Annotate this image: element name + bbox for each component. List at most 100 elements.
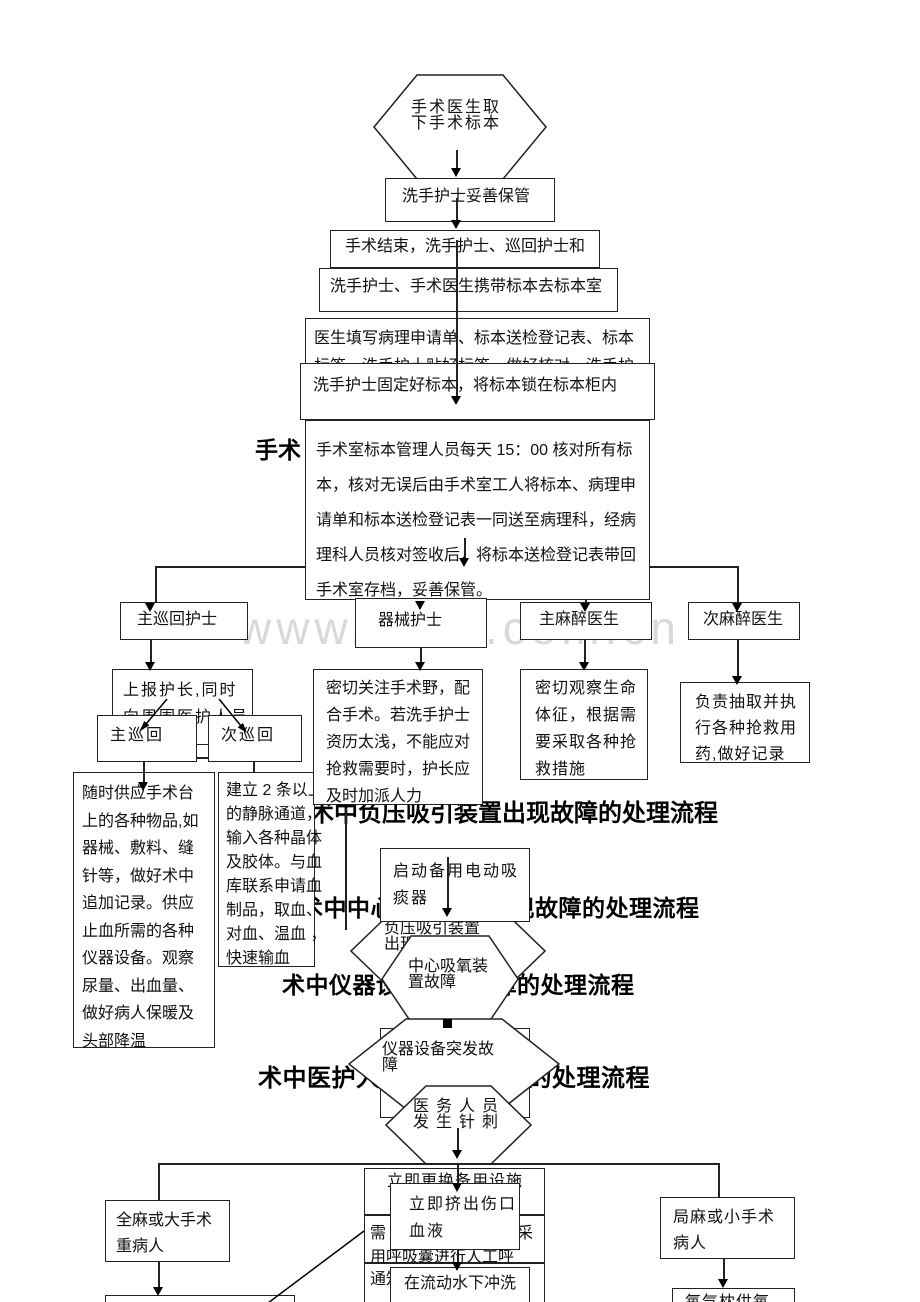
text-line: 输入各种晶体 [226, 830, 323, 847]
arrow-head [451, 220, 461, 229]
flow-box-main-circulator: 主巡回 [97, 715, 197, 762]
text-line: 随时供应手术台 [82, 785, 195, 802]
text-line: 抢救需要时，护长应 [326, 761, 471, 778]
flow-arrow [158, 1262, 160, 1289]
arrow-head [138, 782, 148, 791]
flow-arrow [464, 538, 466, 560]
flow-box-monitor-vitals: 密切观察生命 体征，根据需 要采取各种抢 救措施 [520, 669, 648, 780]
text-line: 全麻或大手术 [116, 1212, 213, 1229]
flow-box-squeeze-wound-blood: 立即挤出伤口 血液 [390, 1183, 520, 1250]
connector-line [197, 757, 208, 759]
flow-box-local-anesthesia-patient: 局麻或小手术 病人 [660, 1197, 795, 1259]
flow-box-rinse-under-water: 在流动水下冲洗 [390, 1267, 530, 1302]
flow-box-daily-specimen-check: 手术室标本管理人员每天 15：00 核对所有标 本，核对无误后由手术室工人将标本… [305, 420, 650, 600]
text-line: 器械、敷料、缝 [82, 840, 195, 857]
text-line: 手术室存档，妥善保管。 [316, 582, 493, 599]
text-line: 追加记录。供应 [82, 895, 195, 912]
text-line: 下手术标本 [411, 115, 502, 132]
connector-line [737, 566, 739, 602]
flow-box-carry-specimen: 洗手护士、手术医生携带标本去标本室 [319, 268, 618, 312]
flow-box-oxygen-pillow: 氧气枕供氧 [672, 1288, 795, 1302]
flow-arrow [584, 640, 586, 664]
text-line: 密切观察生命 [535, 680, 638, 697]
flow-box-general-anesthesia-patient: 全麻或大手术 重病人 [105, 1200, 230, 1262]
text-line: 用呼吸囊进行人工呼 [370, 1249, 515, 1266]
text-line: 病人 [673, 1235, 708, 1252]
flow-box-second-anesthetist: 次麻醉医生 [688, 602, 800, 640]
flow-box-surgery-end: 手术结束，洗手护士、巡回护士和 [330, 230, 600, 268]
text-line: 本，核对无误后由手术室工人将标本、病理申 [316, 477, 637, 494]
flow-box-instrument-nurse: 器械护士 [355, 598, 487, 648]
flow-arrow [420, 648, 422, 664]
text-line: 资历太浅，不能应对 [326, 734, 471, 751]
text-line: 尿量、出血量、 [82, 977, 195, 995]
text-line: 理科人员核对签收后，将标本送检登记表带回 [316, 547, 637, 564]
arrow-head [732, 603, 742, 612]
text-line: 仪器设备突发故 [382, 1041, 495, 1058]
text-line: 血液 [409, 1223, 446, 1240]
heading-specimen-management: 手术 [255, 437, 301, 463]
text-line: 建立 2 条以上 [226, 782, 324, 799]
text-line: 行各种抢救用 [695, 720, 798, 737]
flow-box-chief-anesthetist: 主麻醉医生 [520, 602, 652, 640]
text-line: 做好病人保暖及 [82, 1005, 195, 1022]
connector-line [345, 808, 347, 930]
flow-box-supply-items: 随时供应手术台 上的各种物品,如 器械、敷料、缝 针等，做好术中 追加记录。供应… [73, 772, 215, 1050]
text-line: 上报护长,同时 [123, 682, 238, 699]
diagonal-connector-bottom [268, 1230, 365, 1302]
text-line: 局麻或小手术 [673, 1209, 776, 1226]
flow-box-scrub-nurse-safekeeping: 洗手护士妥善保管 [385, 178, 555, 222]
text-line: 对血、温血 ， [226, 926, 327, 943]
flow-arrow [456, 150, 458, 170]
flow-box-fix-specimen-lock-cabinet: 洗手护士固定好标本，将标本锁在标本柜内 [300, 363, 655, 420]
text-line: 密切关注手术野，配 [326, 680, 471, 697]
flow-arrow [447, 857, 449, 910]
text-line: 次巡回 [221, 727, 276, 744]
text-line: 负责抽取并执 [695, 694, 798, 711]
text-line: 请单和标本送检登记表一同送至病理科，经病 [316, 512, 637, 529]
text-line: 的静脉通道， [226, 806, 323, 823]
text-line: 次麻醉医生 [703, 611, 784, 628]
text-line: 手术医生取 [411, 99, 502, 116]
text-line: 发生针刺 [413, 1114, 506, 1131]
text-line: 针等，做好术中 [82, 867, 195, 885]
text-line: 立即挤出伤口 [409, 1196, 518, 1213]
text-line: 氧气枕供氧 [685, 1295, 794, 1302]
flow-hexagon-oxygen-failure: 中心吸氧装置故障 [381, 935, 519, 1023]
text-line: 救措施 [535, 761, 587, 778]
text-line: 及时加派人力 [326, 788, 423, 805]
text-line: 负压吸引装置 [384, 920, 481, 937]
arrow-head [415, 662, 425, 671]
text-line: 手术结束，洗手护士、巡回护士和 [345, 238, 586, 255]
text-line: 体征，根据需 [535, 707, 638, 724]
flow-arrow [456, 198, 458, 222]
text-line: 手术室标本管理人员每天 15：00 核对所有标 [316, 442, 633, 459]
text-line: 器械护士 [378, 612, 443, 629]
arrow-head [459, 558, 469, 567]
flow-arrow [456, 240, 458, 398]
flow-hexagon-needle-stick: 医务人员发生针刺 [385, 1085, 532, 1165]
text-line: 洗手护士固定好标本，将标本锁在标本柜内 [313, 377, 618, 394]
flow-box-watch-surgical-field: 密切关注手术野，配 合手术。若洗手护士 资历太浅，不能应对 抢救需要时，护长应 … [313, 669, 483, 805]
arrow-head [415, 601, 425, 610]
text-line: 主麻醉医生 [539, 611, 620, 628]
text-line: 医务人员 [413, 1098, 506, 1115]
text-line: 上的各种物品,如 [82, 812, 199, 830]
text-line: 中心吸氧装 [408, 958, 489, 975]
arrow-head [145, 603, 155, 612]
text-line: 障 [382, 1057, 399, 1074]
text-line: 头部降温 [82, 1032, 147, 1050]
text-line: 洗手护士、手术医生携带标本去标本室 [330, 278, 603, 295]
text-line: 及胶体。与血 [226, 854, 323, 871]
flow-box-bottom-left [105, 1295, 295, 1302]
text-line: 止血所需的各种 [82, 922, 195, 940]
flow-box-venous-access: 建立 2 条以上 的静脉通道， 输入各种晶体 及胶体。与血 库联系申请血 制品，… [218, 772, 327, 967]
flow-arrow [457, 1250, 459, 1264]
arrow-head [452, 1150, 462, 1159]
arrow-head [732, 676, 742, 685]
connector-line [718, 1163, 720, 1197]
text-line: 启动备用电动吸 [393, 863, 520, 880]
text-line: 制品，取血、 [226, 902, 323, 919]
arrow-head [153, 1287, 163, 1296]
